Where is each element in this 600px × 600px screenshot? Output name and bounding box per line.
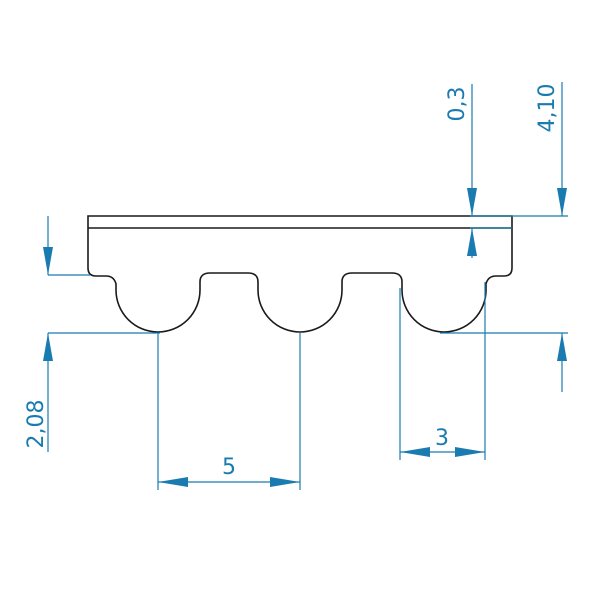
arrow-backing-bottom bbox=[467, 228, 477, 256]
belt-outline bbox=[87, 215, 513, 333]
label-pitch: 5 bbox=[222, 455, 236, 480]
arrow-pitch-right bbox=[270, 477, 300, 487]
label-backing-thickness: 0,3 bbox=[445, 87, 470, 122]
arrow-total-height-bottom bbox=[557, 333, 567, 361]
dimension-lines bbox=[47, 82, 568, 490]
arrow-backing-top bbox=[467, 188, 477, 216]
arrow-tooth-height-top bbox=[43, 247, 53, 275]
arrow-width-right bbox=[455, 447, 485, 457]
arrow-pitch-left bbox=[158, 477, 188, 487]
dimension-labels: 5 3 0,3 4,10 2,08 bbox=[24, 84, 560, 480]
arrow-tooth-height-bottom bbox=[43, 333, 53, 361]
label-total-height: 4,10 bbox=[535, 84, 560, 133]
arrow-width-left bbox=[400, 447, 430, 457]
arrow-total-height-top bbox=[557, 188, 567, 216]
label-tooth-height: 2,08 bbox=[24, 400, 49, 449]
belt-profile bbox=[87, 215, 513, 333]
label-tooth-width: 3 bbox=[435, 426, 449, 451]
dimension-arrows bbox=[43, 188, 567, 487]
